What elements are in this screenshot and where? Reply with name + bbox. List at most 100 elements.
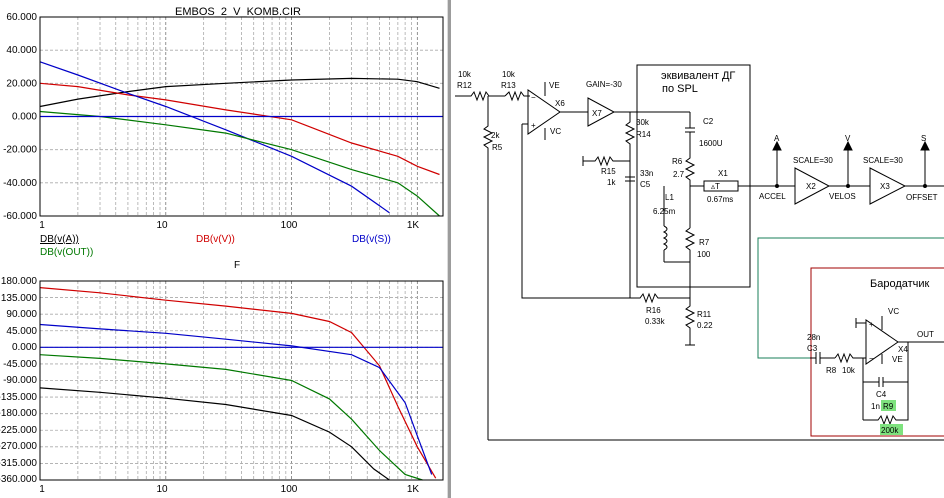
- node-s[interactable]: [920, 140, 930, 188]
- legend-v: DB(v(V)): [196, 234, 235, 245]
- series-line-db-v-v-: [39, 82, 440, 176]
- r7-value: 100: [697, 250, 711, 259]
- lower-y-tick: -90.000: [3, 375, 37, 386]
- x4-vc: VC: [888, 307, 899, 316]
- dg-title-1: эквивалент ДГ: [661, 70, 735, 82]
- accel-label: ACCEL: [759, 192, 786, 201]
- lower-x-tick: 100: [281, 484, 298, 495]
- node-a[interactable]: [772, 140, 782, 188]
- r8-label: R8: [826, 366, 837, 375]
- lower-y-tick: -135.000: [0, 392, 37, 403]
- c2-capacitor[interactable]: [685, 112, 695, 150]
- x3-label: X3: [880, 182, 890, 191]
- upper-y-tick: 0.000: [12, 112, 37, 123]
- r8-resistor[interactable]: [834, 352, 866, 364]
- window-title: EMBOS_2_V_KOMB.CIR: [175, 6, 301, 18]
- r14-value: 30k: [636, 118, 650, 127]
- x1-delay-line[interactable]: ▵T: [703, 180, 780, 192]
- lower-y-ticks: 180.000 135.000 90.000 45.000 0.000 -45.…: [0, 276, 37, 485]
- legend-out: DB(v(OUT)): [40, 247, 93, 258]
- lower-plot-series: [39, 287, 443, 481]
- c5-label: C5: [640, 180, 651, 189]
- lower-y-tick: -270.000: [0, 441, 37, 452]
- scale-1: SCALE=30: [793, 156, 833, 165]
- c5-capacitor[interactable]: [625, 176, 635, 182]
- r9-value: 200k: [881, 426, 899, 435]
- upper-y-tick: -20.000: [3, 145, 37, 156]
- r9-label: R9: [883, 402, 894, 411]
- lower-x-ticks: 1 10 100 1K: [39, 484, 419, 495]
- lower-y-tick: -360.000: [0, 474, 37, 485]
- x4-plus: +: [869, 320, 874, 329]
- r8-value: 10k: [842, 366, 856, 375]
- r16-resistor[interactable]: [630, 292, 690, 304]
- r5-value: 2k: [491, 131, 500, 140]
- r12-resistor[interactable]: [455, 90, 505, 102]
- legend-a: DB(v(A)): [40, 234, 79, 245]
- c3-label: C3: [807, 344, 818, 353]
- x2-label: X2: [806, 182, 816, 191]
- upper-x-tick: 10: [156, 220, 168, 231]
- lower-y-tick: -315.000: [0, 458, 37, 469]
- r12-label: R12: [457, 81, 472, 90]
- plot-pane: EMBOS_2_V_KOMB.CIR 60.000 40.000 20.000 …: [0, 0, 447, 498]
- lower-y-tick: 45.000: [6, 326, 37, 337]
- r9-highlight: [881, 400, 896, 411]
- r13-value: 10k: [502, 70, 516, 79]
- series-line-db-v-a-: [39, 77, 440, 108]
- dg-block[interactable]: [636, 64, 751, 288]
- pane-splitter[interactable]: [447, 0, 451, 498]
- x4-minus: −: [869, 354, 874, 363]
- c4-value: 1n: [871, 402, 880, 411]
- series-line-db-v-out-phase: [39, 354, 423, 481]
- r13-resistor[interactable]: [504, 90, 530, 102]
- r14-resistor[interactable]: [624, 112, 636, 298]
- x4-opamp[interactable]: [855, 316, 944, 420]
- c2-value: 1600U: [699, 139, 723, 148]
- baro-block[interactable]: [810, 267, 944, 437]
- lower-x-tick: 10: [156, 484, 168, 495]
- r11-resistor[interactable]: [684, 298, 696, 346]
- x7-gain-block[interactable]: [580, 97, 690, 127]
- series-line-db-v-s-: [39, 61, 390, 214]
- lower-y-tick: -180.000: [0, 408, 37, 419]
- r5-label: R5: [492, 143, 503, 152]
- upper-y-tick: 20.000: [6, 78, 37, 89]
- c3-capacitor[interactable]: [810, 352, 835, 364]
- upper-x-tick: 1K: [407, 220, 420, 231]
- node-v-label: V: [845, 134, 851, 143]
- node-a-label: A: [774, 134, 780, 143]
- r13-label: R13: [501, 81, 516, 90]
- x6-opamp[interactable]: [521, 82, 637, 299]
- x1-label: X1: [718, 169, 728, 178]
- dg-title-2: по SPL: [662, 83, 698, 95]
- upper-plot-frame: [39, 16, 444, 217]
- r14-label: R14: [636, 130, 651, 139]
- lower-x-tick: 1K: [407, 484, 420, 495]
- upper-y-ticks: 60.000 40.000 20.000 0.000 -20.000 -40.0…: [3, 12, 37, 222]
- schematic-pane: 10k R12 10k R13 2k R5: [451, 0, 944, 498]
- r6-label: R6: [672, 157, 683, 166]
- c3-value: 28n: [807, 333, 820, 342]
- upper-y-tick: -60.000: [3, 211, 37, 222]
- node-v[interactable]: [843, 140, 853, 188]
- r12-value: 10k: [458, 70, 472, 79]
- offset-label: OFFSET: [906, 193, 938, 202]
- plot-svg: EMBOS_2_V_KOMB.CIR 60.000 40.000 20.000 …: [0, 6, 444, 495]
- scale-2: SCALE=30: [863, 156, 903, 165]
- r6-resistor[interactable]: [684, 150, 704, 187]
- l1-value: 6.25m: [653, 207, 676, 216]
- r15-resistor[interactable]: [582, 155, 630, 167]
- x4-out: OUT: [917, 330, 934, 339]
- x7-gain: GAIN=-30: [586, 80, 622, 89]
- l1-inductor[interactable]: [662, 186, 690, 263]
- x6-vc: VC: [550, 127, 561, 136]
- r9-resistor[interactable]: [863, 382, 909, 426]
- upper-plot-series: [39, 61, 443, 217]
- series-line-db-v-v-phase: [39, 287, 437, 479]
- r7-label: R7: [699, 238, 710, 247]
- lower-plot-frame: [39, 280, 444, 481]
- r5-resistor[interactable]: [482, 96, 494, 440]
- r7-resistor[interactable]: [684, 186, 696, 298]
